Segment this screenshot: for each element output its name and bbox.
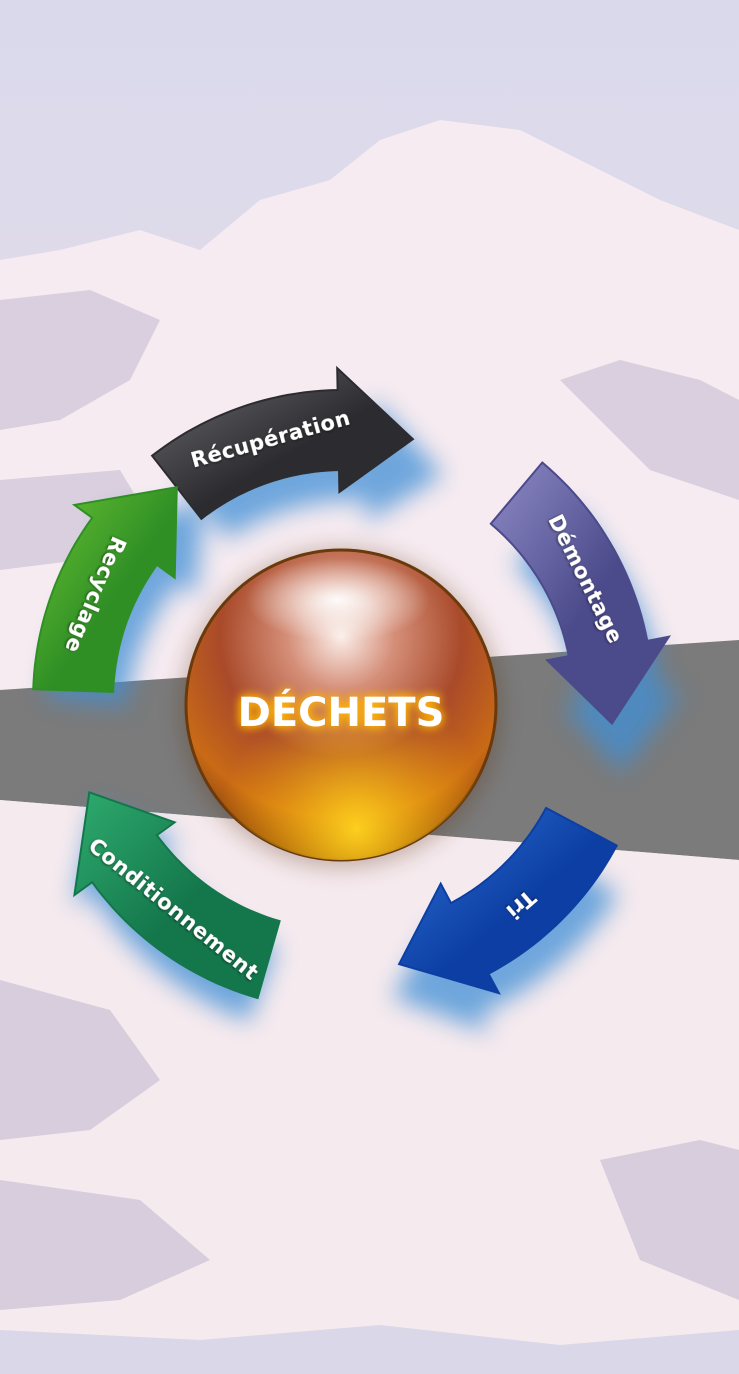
center-label: DÉCHETS (238, 688, 445, 736)
center-node: DÉCHETS (183, 548, 499, 866)
arrow-5 (32, 486, 178, 694)
reflection-sky (0, 1325, 739, 1374)
cycle-step-3: Tri (397, 806, 619, 995)
reflection-shadow (0, 980, 739, 1310)
cycle-step-1: Récupération (150, 365, 415, 521)
arrow-4 (73, 790, 281, 1000)
arrow-1 (150, 365, 415, 521)
cycle-step-5: Recyclage (32, 486, 178, 694)
arrow-2 (489, 461, 672, 726)
sphere-highlight (246, 558, 430, 642)
cycle-arrows: RécupérationDémontageTriConditionnementR… (32, 365, 672, 1000)
arrow-3 (397, 806, 619, 995)
sphere-glow (186, 550, 496, 860)
mountain-upper-shadow (0, 290, 739, 570)
